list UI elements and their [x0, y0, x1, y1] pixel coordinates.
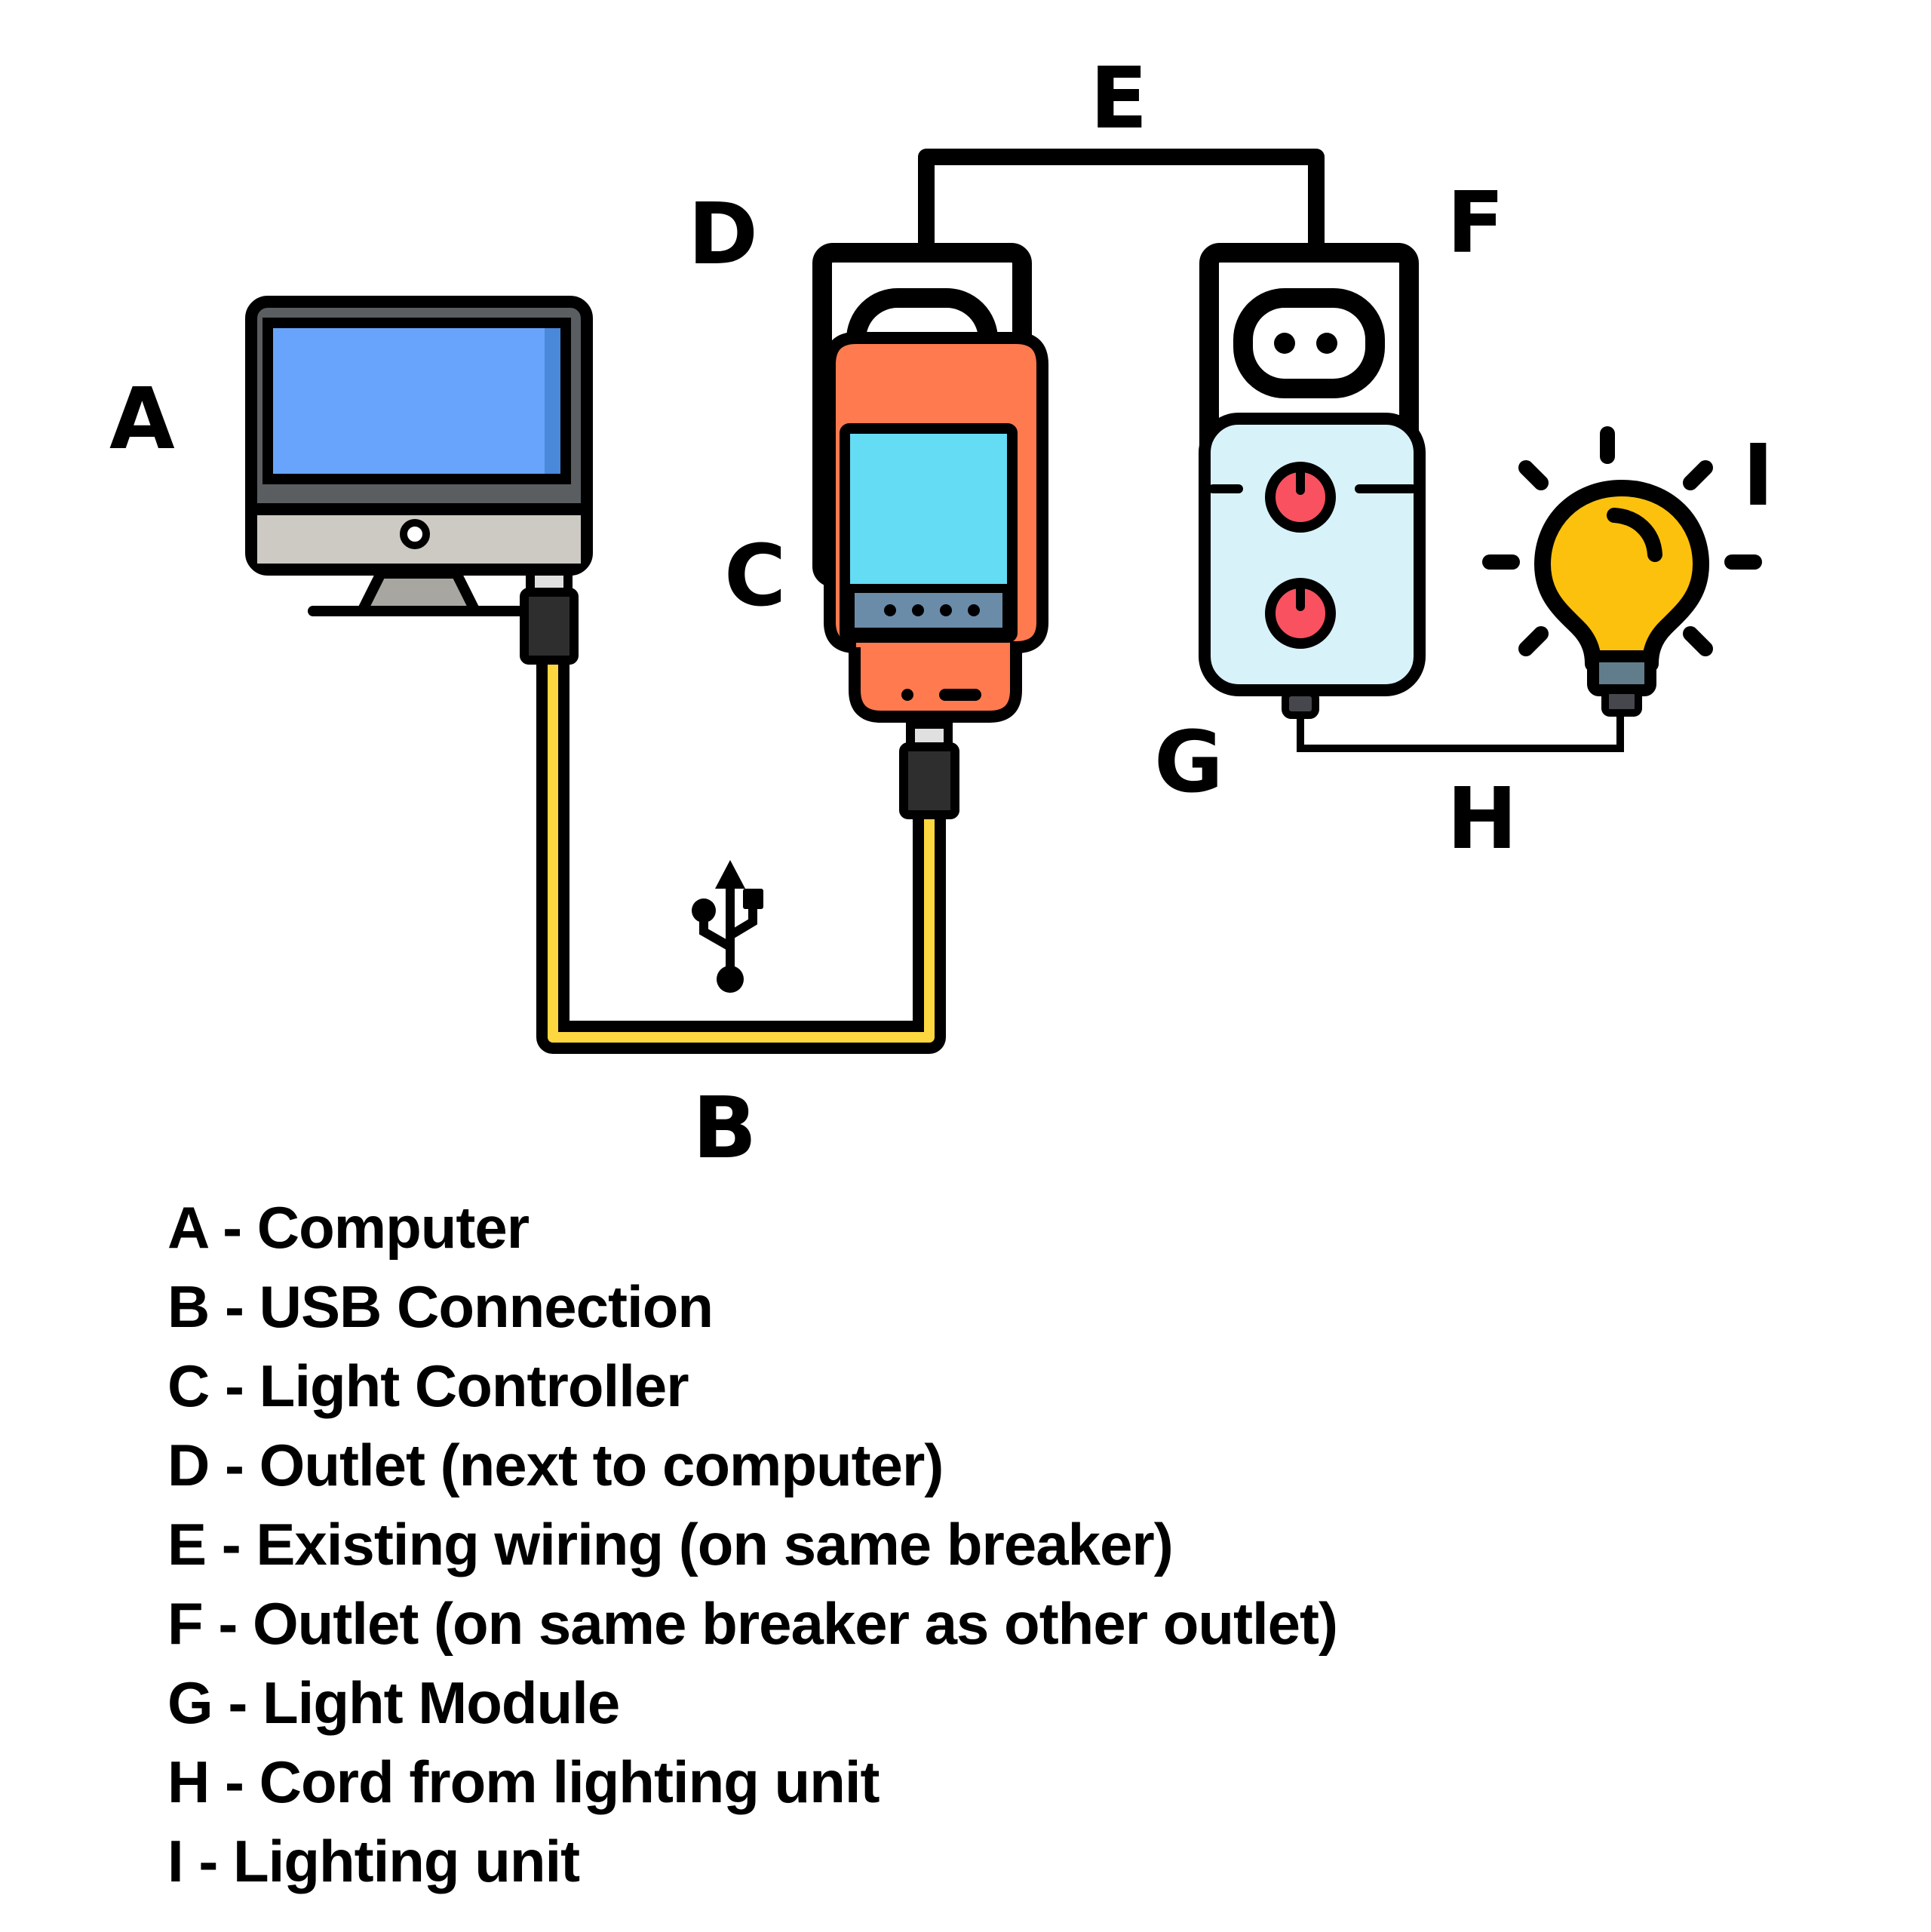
power-button-icon: [1265, 462, 1336, 533]
usb-cable-core: [548, 656, 935, 1043]
legend-separator: -: [209, 1749, 259, 1815]
legend-separator: -: [209, 1273, 259, 1340]
callout-i: I: [1742, 427, 1774, 525]
callout-a: A: [109, 370, 175, 468]
legend-text: Existing wiring (on same breaker): [256, 1511, 1173, 1577]
legend-text: Outlet (on same breaker as other outlet): [252, 1590, 1338, 1657]
legend-key: D: [167, 1432, 210, 1498]
legend-item: I - Lighting unit: [167, 1822, 1337, 1901]
legend-item: F - Outlet (on same breaker as other out…: [167, 1584, 1338, 1663]
existing-wiring: [918, 149, 1325, 249]
monitor-logo: [400, 519, 430, 549]
legend-text: Cord from lighting unit: [259, 1749, 880, 1815]
legend-key: B: [167, 1273, 210, 1340]
legend-item: E - Existing wiring (on same breaker): [167, 1505, 1337, 1584]
legend-item: C - Light Controller: [167, 1347, 1337, 1426]
legend-key: C: [167, 1353, 210, 1419]
computer-icon: [245, 296, 593, 616]
power-button-icon: [1265, 578, 1336, 649]
callout-d: D: [688, 186, 758, 284]
light-controller-icon: [824, 332, 1048, 723]
controller-keypad: [846, 584, 1012, 637]
legend-separator: -: [212, 1669, 262, 1736]
legend-text: Lighting unit: [233, 1828, 580, 1894]
legend-key: F: [167, 1590, 204, 1657]
legend-text: Light Module: [262, 1669, 620, 1736]
legend-key: H: [167, 1749, 210, 1815]
legend-key: E: [167, 1511, 207, 1577]
legend-separator: -: [209, 1432, 259, 1498]
light-rays: [1482, 426, 1762, 656]
light-bulb-icon: [1482, 426, 1762, 717]
legend-key: A: [167, 1194, 207, 1261]
callout-e: E: [1090, 50, 1148, 148]
monitor-stand: [357, 568, 480, 616]
legend-text: USB Connection: [259, 1273, 714, 1340]
lighting-cord: [1297, 715, 1624, 752]
usb-plug-controller: [899, 720, 959, 819]
legend-item: D - Outlet (next to computer): [167, 1426, 1337, 1505]
callout-f: F: [1447, 174, 1505, 272]
callout-c: C: [724, 527, 787, 625]
monitor-screen: [262, 318, 571, 484]
legend-key: I: [167, 1828, 184, 1894]
callout-h: H: [1447, 770, 1518, 868]
legend-text: Outlet (next to computer): [259, 1432, 944, 1498]
usb-cable: [536, 656, 946, 1054]
legend-text: Computer: [256, 1194, 530, 1261]
legend-separator: -: [206, 1511, 256, 1577]
usb-symbol-icon: [692, 860, 763, 993]
legend-key: G: [167, 1669, 213, 1736]
legend-separator: -: [209, 1353, 259, 1419]
legend-item: A - Computer: [167, 1188, 1337, 1267]
legend-separator: -: [207, 1194, 257, 1261]
legend-separator: -: [202, 1590, 253, 1657]
legend: A - Computer B - USB Connection C - Ligh…: [167, 1188, 1338, 1901]
legend-separator: -: [183, 1828, 233, 1894]
callout-b: B: [692, 1080, 757, 1178]
legend-text: Light Controller: [259, 1353, 689, 1419]
light-module-icon: [1199, 413, 1426, 719]
callout-g: G: [1154, 714, 1223, 812]
legend-item: H - Cord from lighting unit: [167, 1743, 1337, 1822]
legend-item: G - Light Module: [167, 1663, 1337, 1743]
usb-plug-computer: [520, 567, 579, 665]
legend-item: B - USB Connection: [167, 1267, 1337, 1347]
